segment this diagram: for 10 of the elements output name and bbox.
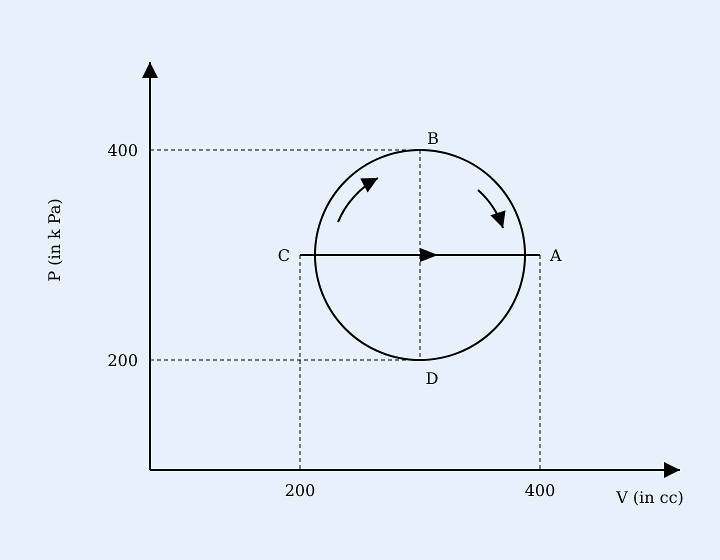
point-label: B — [427, 129, 439, 148]
point-label: D — [426, 369, 438, 388]
tick-label: 200 — [284, 481, 316, 500]
axis-title: V (in cc) — [616, 488, 684, 507]
tick-label: 200 — [107, 351, 138, 370]
tick-label: 400 — [107, 141, 138, 160]
point-label: A — [550, 246, 562, 265]
axis-title: P (in k Pa) — [45, 198, 64, 282]
tick-label: 400 — [524, 481, 556, 500]
point-label: C — [278, 246, 290, 265]
